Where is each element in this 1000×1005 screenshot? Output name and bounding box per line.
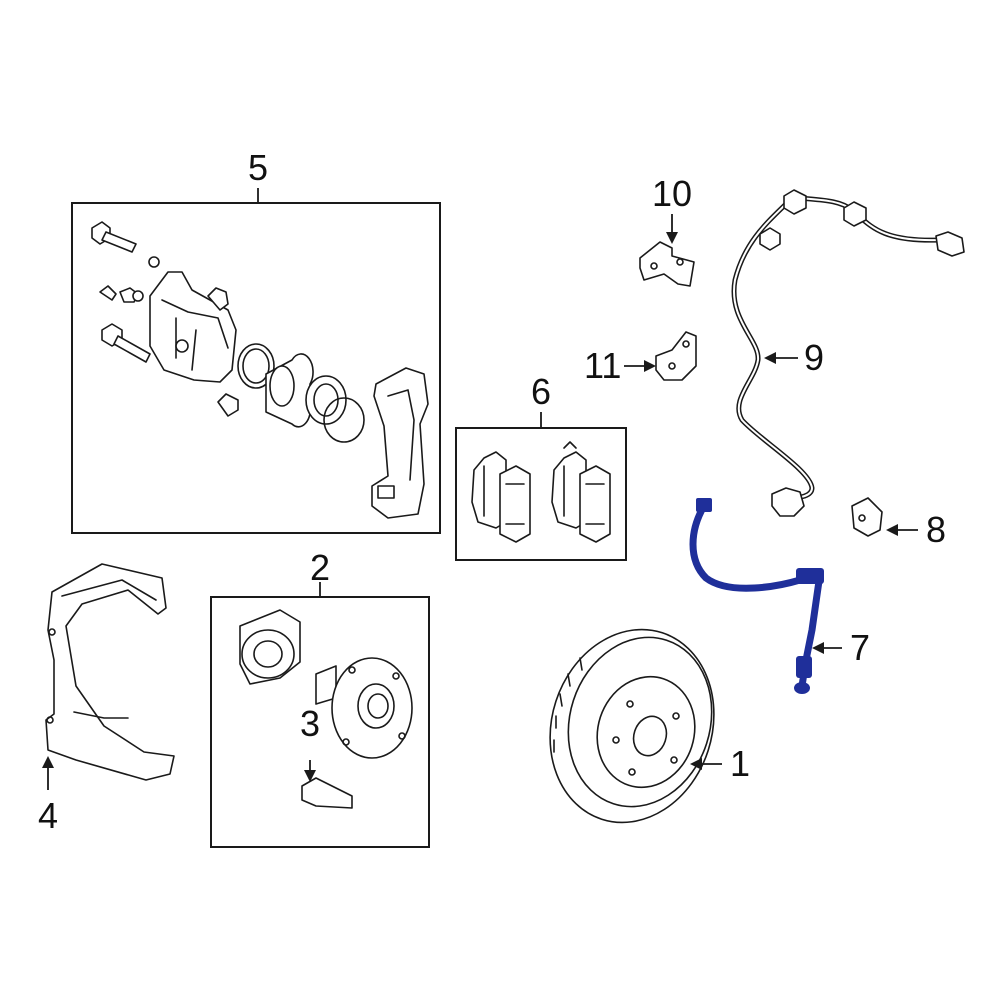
brake-pads xyxy=(471,441,611,543)
brake-rotor xyxy=(549,628,715,824)
abs-sensor-wire xyxy=(731,189,965,517)
callout-10: 10 xyxy=(652,173,693,214)
callout-9: 9 xyxy=(804,337,825,378)
caliper-group-box xyxy=(71,202,441,534)
caliper-assembly xyxy=(91,221,429,519)
callout-2: 2 xyxy=(310,547,331,588)
callout-8: 8 xyxy=(926,509,947,550)
callout-3: 3 xyxy=(300,703,321,744)
callout-5: 5 xyxy=(248,147,269,188)
callout-7: 7 xyxy=(850,627,871,668)
dust-shield xyxy=(45,563,175,790)
brake-hose xyxy=(689,498,824,694)
callout-11: 11 xyxy=(584,345,622,386)
callout-1: 1 xyxy=(730,743,751,784)
callout-6: 6 xyxy=(531,371,552,412)
bracket-10 xyxy=(639,241,695,287)
callout-4: 4 xyxy=(38,795,59,836)
bracket-11 xyxy=(655,331,697,381)
hub-assembly xyxy=(239,609,413,809)
clip-8 xyxy=(851,497,883,537)
